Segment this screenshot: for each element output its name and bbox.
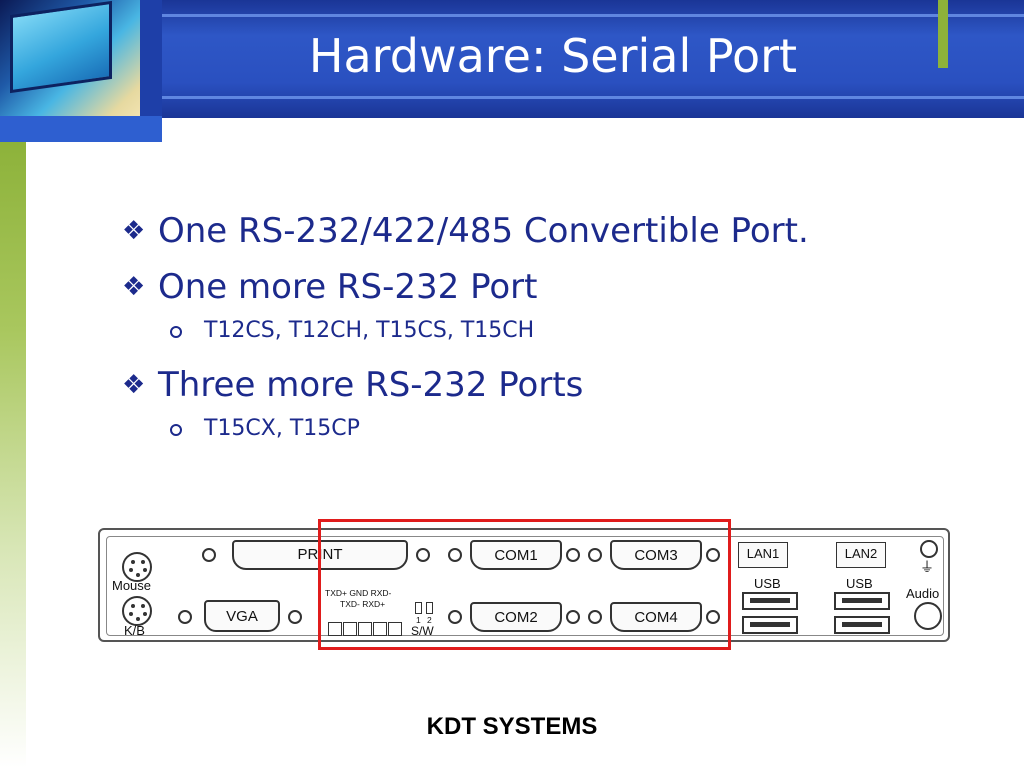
com1-port-icon: COM1: [470, 540, 562, 570]
lan1-label: LAN1: [746, 546, 780, 561]
lan2-label: LAN2: [844, 546, 878, 561]
lan2-port-icon: LAN2: [836, 542, 886, 568]
sub-bullet-item: T15CX, T15CP: [122, 412, 962, 446]
terminal-pin: [343, 622, 357, 636]
bullet-item: ❖ Three more RS-232 Ports: [122, 360, 962, 410]
header-rule-top: [162, 14, 1024, 17]
com3-screw-right: [706, 548, 720, 562]
vga-port-icon: VGA: [204, 600, 280, 632]
dip-switch-2: [426, 602, 433, 614]
com4-port-icon: COM4: [610, 602, 702, 632]
left-green-strip: [0, 142, 26, 768]
ground-symbol-icon: ⏚: [920, 559, 934, 575]
usb-port-icon: [742, 592, 798, 610]
mouse-label: Mouse: [112, 578, 152, 593]
bullet-text: One RS-232/422/485 Convertible Port.: [158, 211, 809, 251]
sub-bullet-text: T15CX, T15CP: [204, 416, 360, 441]
rear-io-panel: Mouse K/B PRINT VGA TXD+ GND RXD- TXD- R…: [98, 528, 950, 642]
audio-jack-icon: [920, 540, 938, 558]
usb-port-icon: [742, 616, 798, 634]
usb-port-icon: [834, 616, 890, 634]
com4-label: COM4: [634, 609, 678, 626]
diamond-four-bullet-icon: ❖: [122, 272, 146, 302]
terminal-pin: [373, 622, 387, 636]
terminal-pin: [328, 622, 342, 636]
hollow-circle-bullet-icon: [170, 326, 182, 338]
kb-label: K/B: [124, 623, 145, 638]
terminal-pin: [358, 622, 372, 636]
com4-screw-right: [706, 610, 720, 624]
print-screw-right: [416, 548, 430, 562]
com2-label: COM2: [494, 609, 538, 626]
pin-label-top: TXD+ GND RXD-: [325, 588, 392, 598]
usb2-label: USB: [846, 576, 873, 591]
com3-label: COM3: [634, 547, 678, 564]
slide-title: Hardware: Serial Port: [308, 29, 798, 83]
com-ports-highlight: [318, 519, 731, 650]
sw-label: S/W: [411, 624, 434, 638]
green-accent-bar: [938, 0, 948, 68]
pin-label-bottom: TXD- RXD+: [340, 599, 386, 609]
lan1-port-icon: LAN1: [738, 542, 788, 568]
header-left-frame: [140, 0, 162, 142]
bullet-item: ❖ One more RS-232 Port: [122, 262, 962, 312]
monitor-photo: [0, 0, 140, 116]
com2-screw-left: [448, 610, 462, 624]
header-left-stub: [0, 116, 162, 142]
terminal-pin: [388, 622, 402, 636]
diamond-four-bullet-icon: ❖: [122, 216, 146, 246]
monitor-screen: [10, 0, 112, 94]
com3-screw-left: [588, 548, 602, 562]
vga-label: VGA: [226, 608, 258, 625]
keyboard-port-icon: [122, 596, 152, 626]
bullet-text: One more RS-232 Port: [158, 267, 538, 307]
usb1-label: USB: [754, 576, 781, 591]
switch-number-1: 1: [416, 615, 421, 625]
com1-screw-left: [448, 548, 462, 562]
slide-footer: KDT SYSTEMS: [426, 713, 598, 740]
usb-port-icon: [834, 592, 890, 610]
diamond-four-bullet-icon: ❖: [122, 370, 146, 400]
com1-label: COM1: [494, 547, 538, 564]
audio-port-icon: [914, 602, 942, 630]
com3-port-icon: COM3: [610, 540, 702, 570]
switch-number-2: 2: [427, 615, 432, 625]
header-rule-bottom: [162, 96, 1024, 99]
com2-port-icon: COM2: [470, 602, 562, 632]
vga-screw-left: [178, 610, 192, 624]
com2-screw-right: [566, 610, 580, 624]
print-screw-left: [202, 548, 216, 562]
hollow-circle-bullet-icon: [170, 424, 182, 436]
rear-io-panel-inner: [106, 536, 944, 636]
bullet-text: Three more RS-232 Ports: [158, 365, 584, 405]
com4-screw-left: [588, 610, 602, 624]
audio-label: Audio: [906, 586, 940, 601]
com1-screw-right: [566, 548, 580, 562]
mouse-port-icon: [122, 552, 152, 582]
vga-screw-right: [288, 610, 302, 624]
sub-bullet-text: T12CS, T12CH, T15CS, T15CH: [204, 318, 535, 343]
bullet-item: ❖ One RS-232/422/485 Convertible Port.: [122, 206, 962, 256]
dip-switch-1: [415, 602, 422, 614]
sub-bullet-item: T12CS, T12CH, T15CS, T15CH: [122, 314, 962, 348]
bullet-list: ❖ One RS-232/422/485 Convertible Port. ❖…: [122, 206, 962, 458]
